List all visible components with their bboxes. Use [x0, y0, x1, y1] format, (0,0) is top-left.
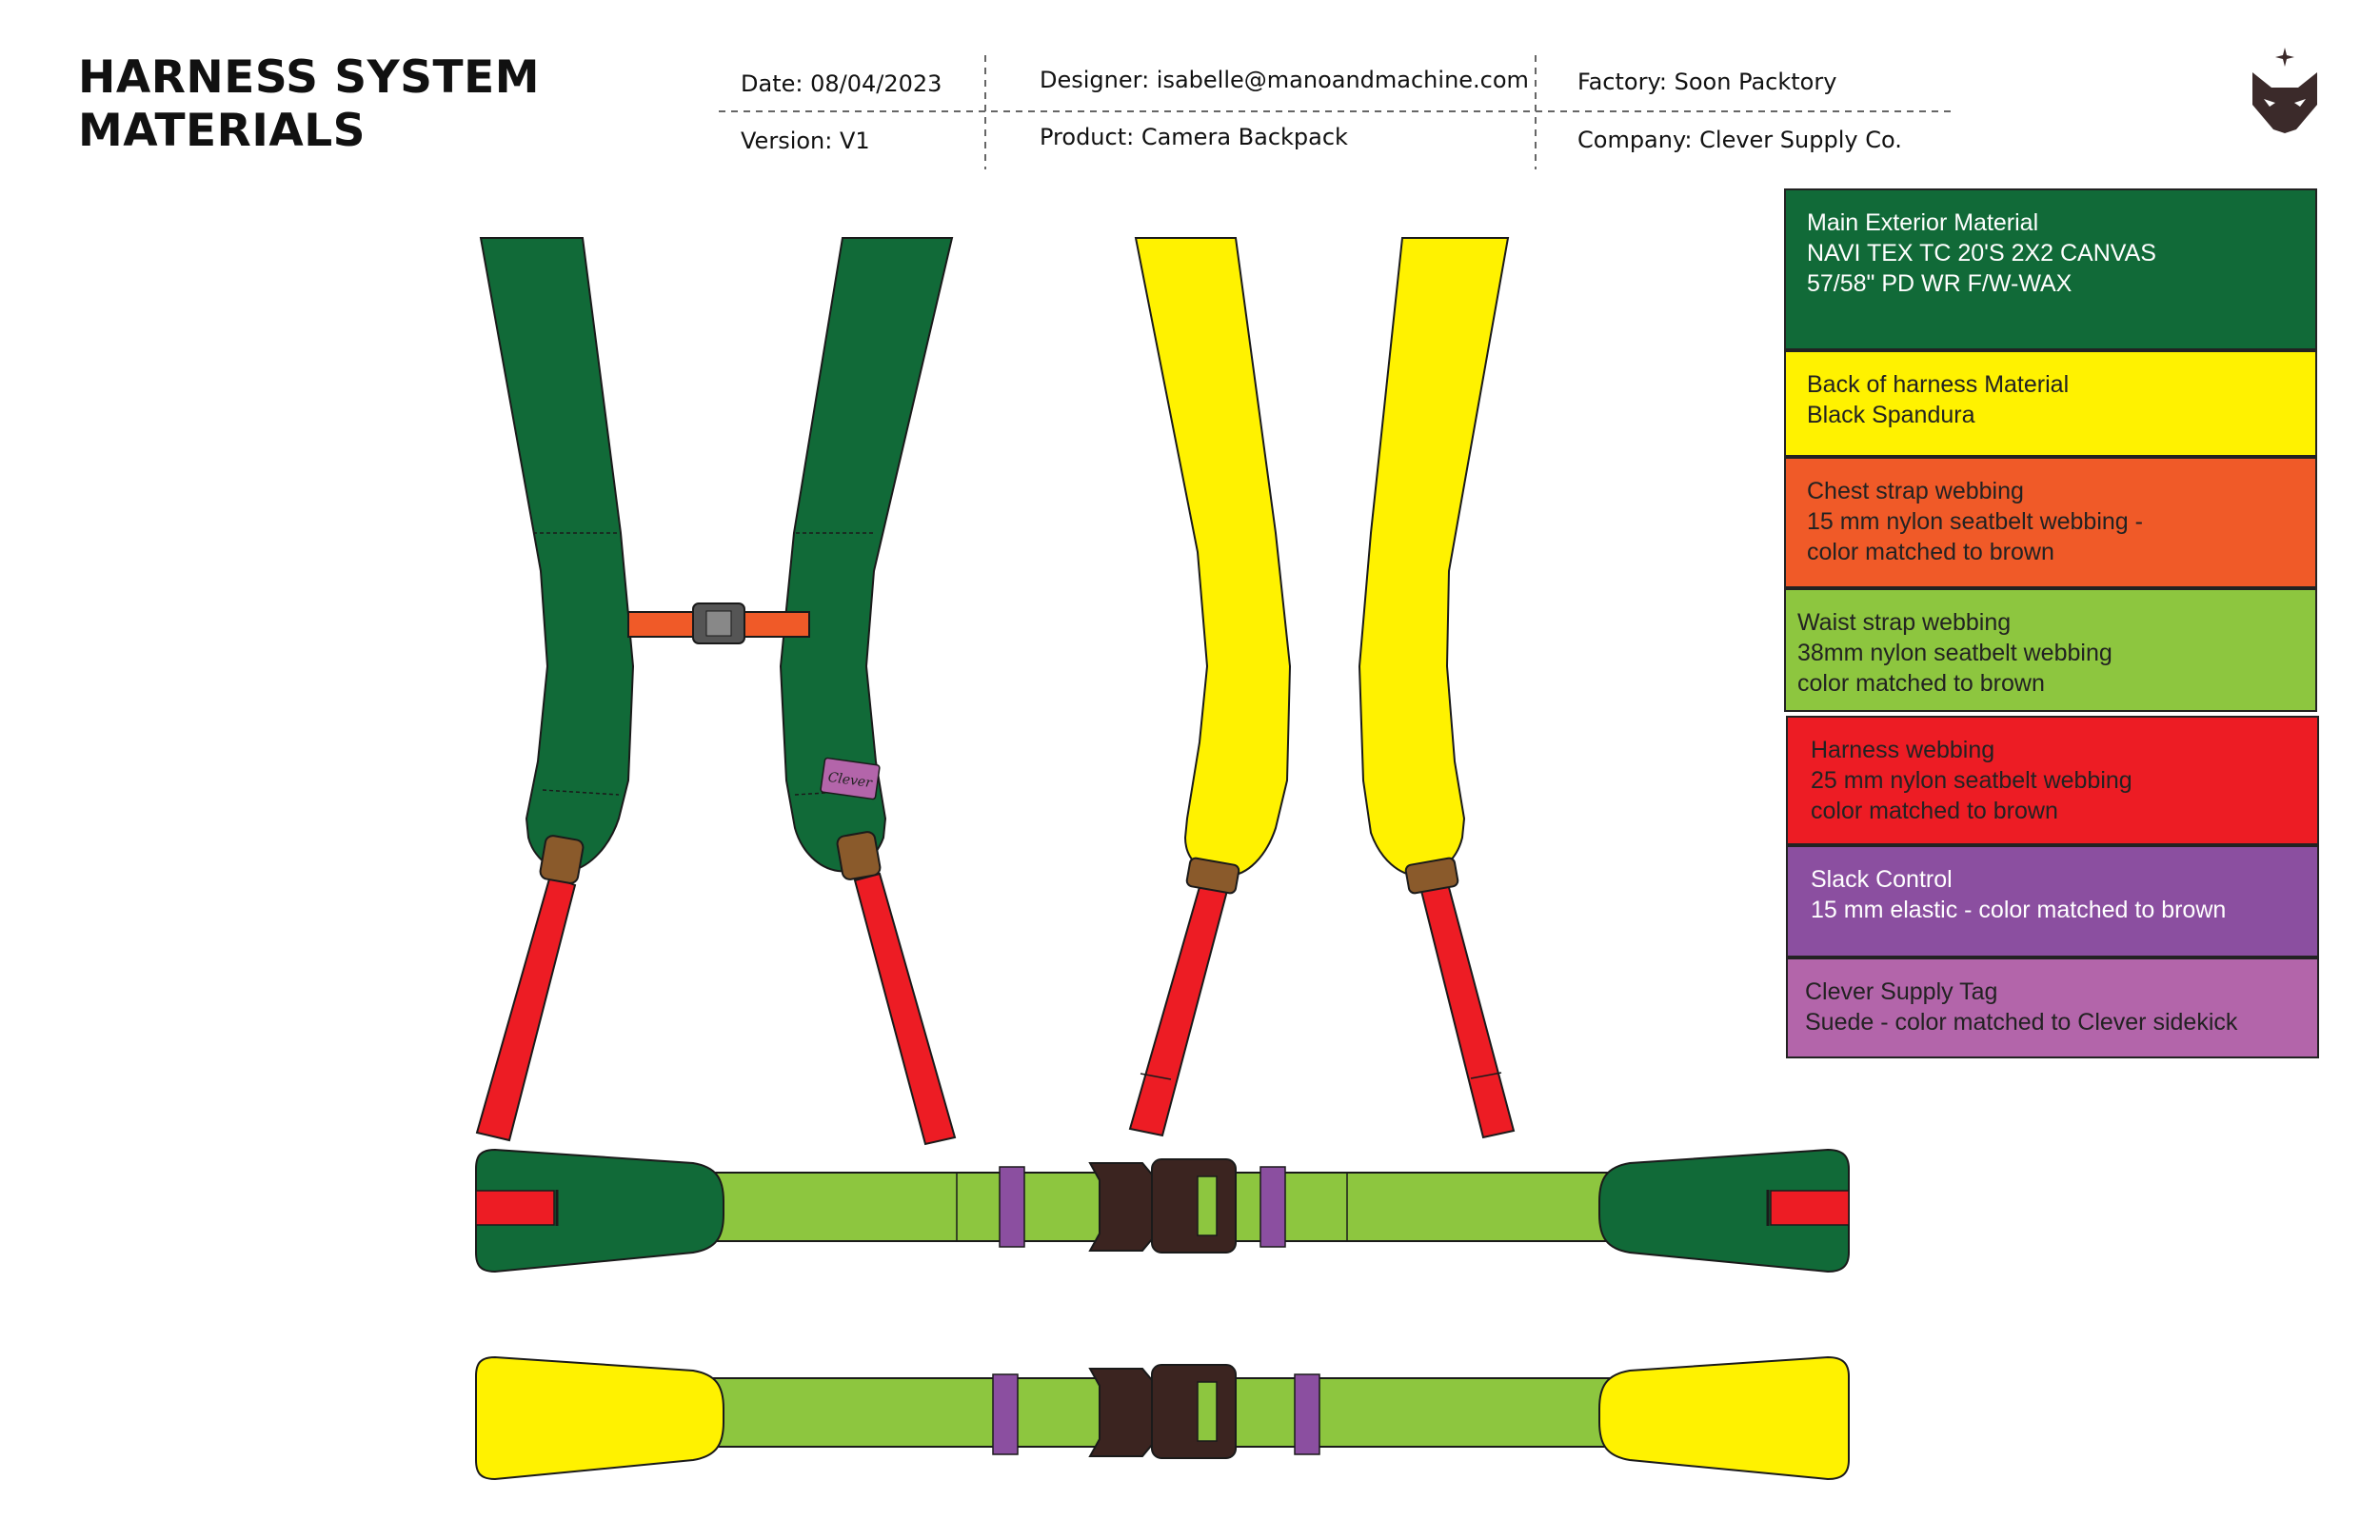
legend-entry-line: Back of harness Material — [1807, 371, 2070, 398]
legend-entry-line: 25 mm nylon seatbelt webbing — [1811, 767, 2132, 794]
page-title: HARNESS SYSTEM MATERIALS — [78, 51, 540, 158]
legend-entry-line: Slack Control — [1811, 866, 1953, 893]
ladder-lock-right — [836, 831, 882, 880]
shoulder-strap-back-left — [1134, 237, 1292, 878]
legend-entry-line: 15 mm nylon seatbelt webbing - — [1807, 508, 2143, 535]
waist-belt-front — [475, 1148, 1850, 1273]
page-title-line-2: MATERIALS — [78, 105, 367, 157]
hip-wing-back-right — [1598, 1355, 1850, 1481]
slack-control-front-left — [999, 1166, 1025, 1248]
harness-webbing-back-right — [1404, 857, 1516, 1139]
shoulder-strap-back-right — [1358, 237, 1510, 878]
fox-head-logo-icon — [2252, 48, 2317, 133]
shoulder-strap-front-left — [479, 237, 635, 873]
waist-belt-back — [475, 1355, 1850, 1481]
harness-webbing-front-left — [475, 835, 585, 1142]
legend-entry-line: Main Exterior Material — [1807, 209, 2039, 236]
legend-entry-line: 38mm nylon seatbelt webbing — [1797, 640, 2112, 666]
legend-entry: Chest strap webbing 15 mm nylon seatbelt … — [1784, 457, 2317, 588]
slack-control-back-left — [992, 1373, 1019, 1455]
waist-buckle-back — [1088, 1364, 1237, 1459]
legend-entry-line: Chest strap webbing — [1807, 478, 2024, 504]
legend-entry-line: 57/58" PD WR F/W-WAX — [1807, 270, 2073, 297]
slack-control-front-right — [1259, 1166, 1286, 1248]
legend-entry-line: NAVI TEX TC 20'S 2X2 CANVAS — [1807, 240, 2156, 267]
page-title-line-1: HARNESS SYSTEM — [78, 51, 540, 104]
legend-entry: Waist strap webbing 38mm nylon seatbelt w… — [1784, 588, 2317, 712]
factory-field: Factory: Soon Packtory — [1577, 69, 1837, 95]
legend-entry-line: color matched to brown — [1807, 539, 2054, 565]
legend-entry-line: color matched to brown — [1797, 670, 2045, 697]
legend-entry-line: Black Spandura — [1807, 402, 1975, 428]
legend-entry-line: Harness webbing — [1811, 737, 1995, 763]
clever-supply-tag: Clever — [820, 757, 881, 800]
version-field: Version: V1 — [741, 128, 870, 154]
harness-webbing-front-right — [836, 831, 957, 1146]
legend-entry: Harness webbing 25 mm nylon seatbelt webb… — [1786, 716, 2319, 845]
ladder-lock-left — [539, 835, 585, 884]
legend-entry-line: Waist strap webbing — [1797, 609, 2012, 636]
harness-webbing-back-left — [1128, 857, 1240, 1137]
legend-entry: Slack Control 15 mm elastic - color match… — [1786, 845, 2319, 958]
date-field: Date: 08/04/2023 — [741, 70, 942, 97]
slack-control-back-right — [1294, 1373, 1320, 1455]
designer-field: Designer: isabelle@manoandmachine.com — [1040, 67, 1529, 93]
legend-entry-line: 15 mm elastic - color matched to brown — [1811, 897, 2227, 923]
legend-entry-line: color matched to brown — [1811, 798, 2058, 824]
waist-buckle-front — [1088, 1158, 1237, 1254]
product-field: Product: Camera Backpack — [1040, 124, 1348, 150]
legend-entry-line: Clever Supply Tag — [1805, 978, 1998, 1005]
hip-wing-front-right — [1598, 1148, 1850, 1273]
tag-label: Clever — [827, 770, 874, 791]
chest-strap — [627, 602, 810, 644]
legend-entry-line: Suede - color matched to Clever sidekick — [1805, 1009, 2238, 1036]
company-field: Company: Clever Supply Co. — [1577, 127, 1902, 153]
hip-wing-front-left — [475, 1148, 724, 1273]
hip-wing-back-left — [475, 1355, 724, 1481]
